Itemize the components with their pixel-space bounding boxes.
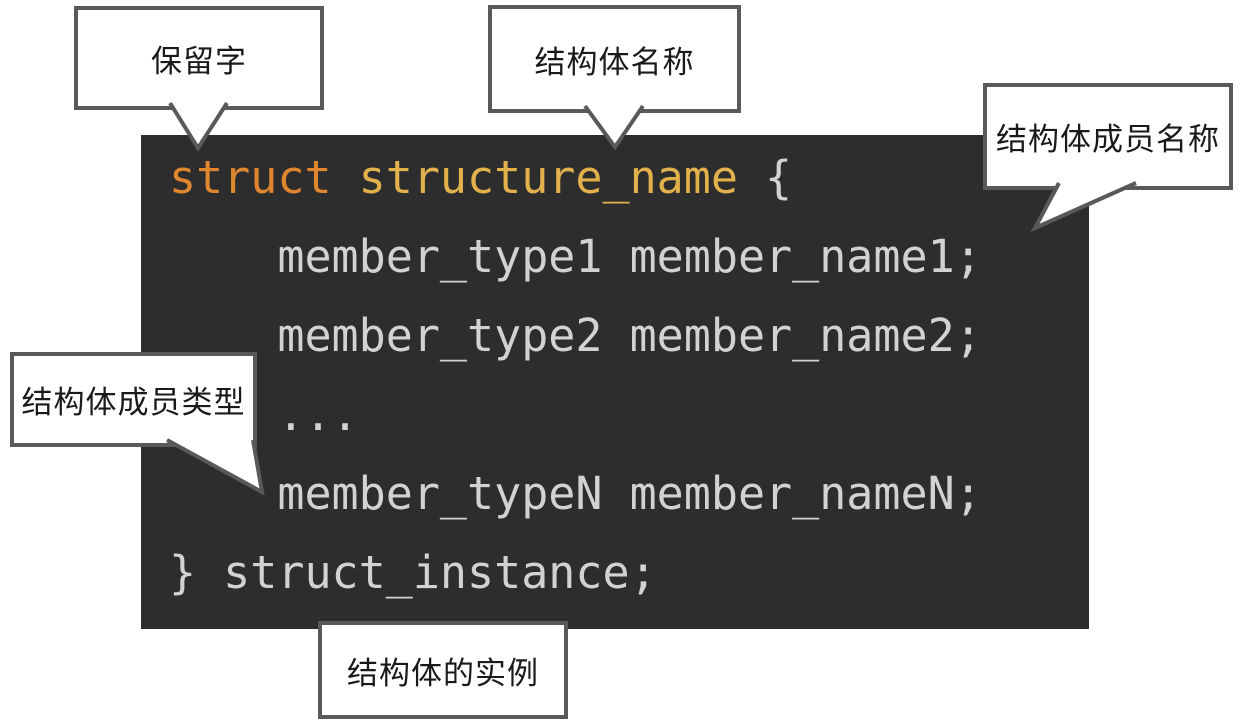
callout-instance-label: 结构体的实例 [347,655,539,692]
callout-reserved-word-label: 保留字 [151,43,247,80]
callout-member-type: 结构体成员类型 [10,352,257,447]
callout-member-type-label: 结构体成员类型 [21,385,246,421]
code-line-member-2: member_type2 member_name2; [169,309,982,362]
code-block: struct structure_name { member_type1 mem… [141,135,1089,629]
open-brace-token: { [737,151,793,204]
code-line-declaration: struct structure_name { [169,138,1089,217]
code-line-ellipsis: ... [169,388,359,441]
callout-instance: 结构体的实例 [318,621,568,719]
code-line-closing: } struct_instance; [169,546,657,599]
callout-member-name: 结构体成员名称 [983,83,1233,190]
keyword-struct: struct [169,151,332,204]
structure-name-token: structure_name [331,151,738,204]
code-line-member-n: member_typeN member_nameN; [169,467,982,520]
callout-member-name-label: 结构体成员名称 [996,122,1220,158]
callout-structure-name: 结构体名称 [488,5,741,113]
callout-structure-name-label: 结构体名称 [534,44,695,81]
callout-reserved-word: 保留字 [74,6,324,110]
code-line-member-1: member_type1 member_name1; [169,230,982,283]
